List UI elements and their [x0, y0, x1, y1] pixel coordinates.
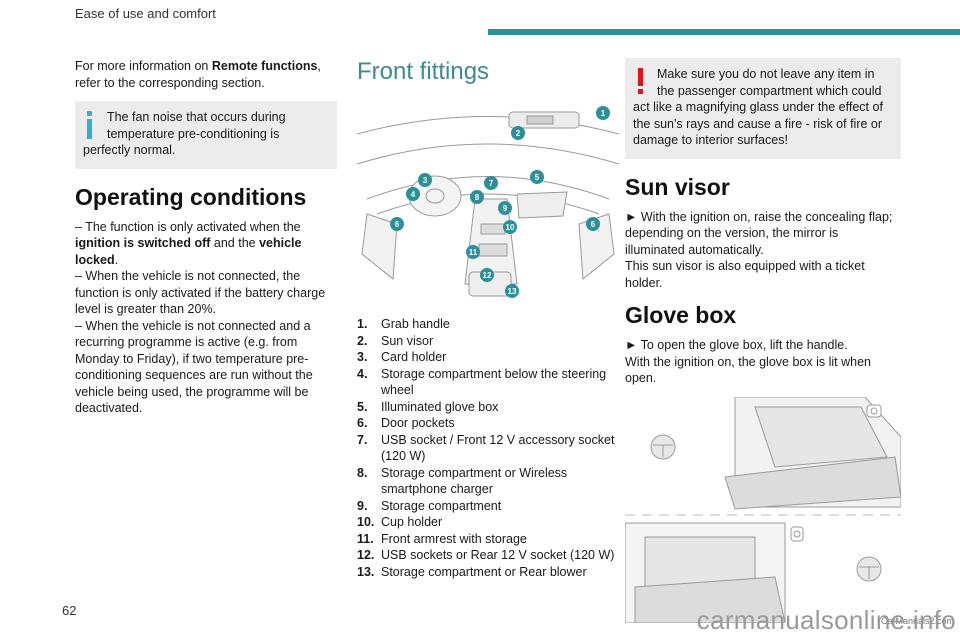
callout-12: 12: [483, 271, 492, 280]
operating-conditions-heading: Operating conditions: [75, 183, 307, 210]
front-fittings-heading: Front fittings: [357, 58, 490, 85]
sun-visor-heading: Sun visor: [625, 173, 730, 200]
info-icon: [83, 109, 101, 139]
front-fittings-diagram: 1 2 3 4 5 6 7 8 9 10 11 12 13 6: [357, 104, 619, 300]
callout-4: 4: [411, 190, 416, 199]
list-item: 12.USB sockets or Rear 12 V socket (120 …: [357, 548, 615, 562]
list-item: 10.Cup holder: [357, 515, 443, 529]
front-fittings-list: 1.Grab handle 2.Sun visor 3.Card holder …: [357, 316, 617, 580]
callout-7: 7: [489, 179, 494, 188]
list-item: 7.USB socket / Front 12 V accessory sock…: [357, 432, 615, 464]
glove-box-lighting: With the ignition on, the glove box is l…: [625, 354, 871, 386]
info-note: The fan noise that occurs during tempera…: [75, 101, 337, 169]
page-number: 62: [62, 603, 77, 618]
list-item: 9.Storage compartment: [357, 498, 502, 513]
list-item: 8.Storage compartment or Wireless smartp…: [357, 465, 568, 497]
header-accent-bar: [488, 29, 960, 35]
callout-5: 5: [535, 173, 540, 182]
callout-10: 10: [506, 223, 515, 232]
remote-functions-link: Remote functions: [211, 59, 318, 73]
list-item: 11.Front armrest with storage: [357, 531, 527, 546]
callout-6-right: 6: [591, 220, 596, 229]
list-item: 13.Storage compartment or Rear blower: [357, 564, 587, 579]
info-note-text: The fan noise that occurs during tempera…: [83, 110, 286, 157]
watermark: carmanualsonline.info: [696, 605, 956, 635]
list-item: 4.Storage compartment below the steering…: [357, 366, 607, 398]
callout-3: 3: [423, 176, 428, 185]
list-item: 6.Door pockets: [357, 416, 455, 430]
header-title: Ease of use and comfort: [75, 6, 216, 21]
warning-note: Make sure you do not leave any item in t…: [625, 58, 901, 159]
warning-note-text: Make sure you do not leave any item in t…: [633, 67, 883, 147]
sun-visor-ticket-holder: This sun visor is also equipped with a t…: [625, 259, 865, 290]
left-column: For more information on Remote functions…: [75, 58, 337, 417]
glove-box-heading: Glove box: [625, 302, 737, 328]
callout-13: 13: [508, 287, 517, 296]
condition-3: – When the vehicle is not connected and …: [75, 318, 313, 416]
callout-1: 1: [601, 109, 606, 118]
condition-1: – The function is only activated when th…: [75, 219, 302, 267]
callout-2: 2: [516, 129, 521, 138]
glove-box-instruction: ► To open the glove box, lift the handle…: [625, 338, 848, 352]
watermark-small: CarManuals2.com: [880, 616, 954, 626]
middle-column: Front fittings: [357, 58, 619, 580]
callout-9: 9: [503, 204, 508, 213]
condition-2: – When the vehicle is not connected, the…: [75, 269, 326, 316]
glove-box-illustration: [624, 396, 902, 623]
warning-icon: [633, 66, 651, 96]
sun-visor-instruction: ► With the ignition on, raise the concea…: [625, 209, 893, 257]
list-item: 1.Grab handle: [357, 317, 450, 331]
callout-8: 8: [475, 193, 480, 202]
callout-6-left: 6: [395, 220, 400, 229]
list-item: 5.Illuminated glove box: [357, 399, 499, 414]
remote-functions-paragraph: For more information on Remote functions…: [75, 59, 321, 90]
list-item: 3.Card holder: [357, 350, 447, 364]
dashboard-illustration: 1 2 3 4 5 6 7 8 9 10 11 12 13 6: [357, 106, 619, 298]
list-item: 2.Sun visor: [357, 333, 434, 348]
right-column: Make sure you do not leave any item in t…: [624, 58, 902, 623]
callout-11: 11: [469, 248, 478, 257]
